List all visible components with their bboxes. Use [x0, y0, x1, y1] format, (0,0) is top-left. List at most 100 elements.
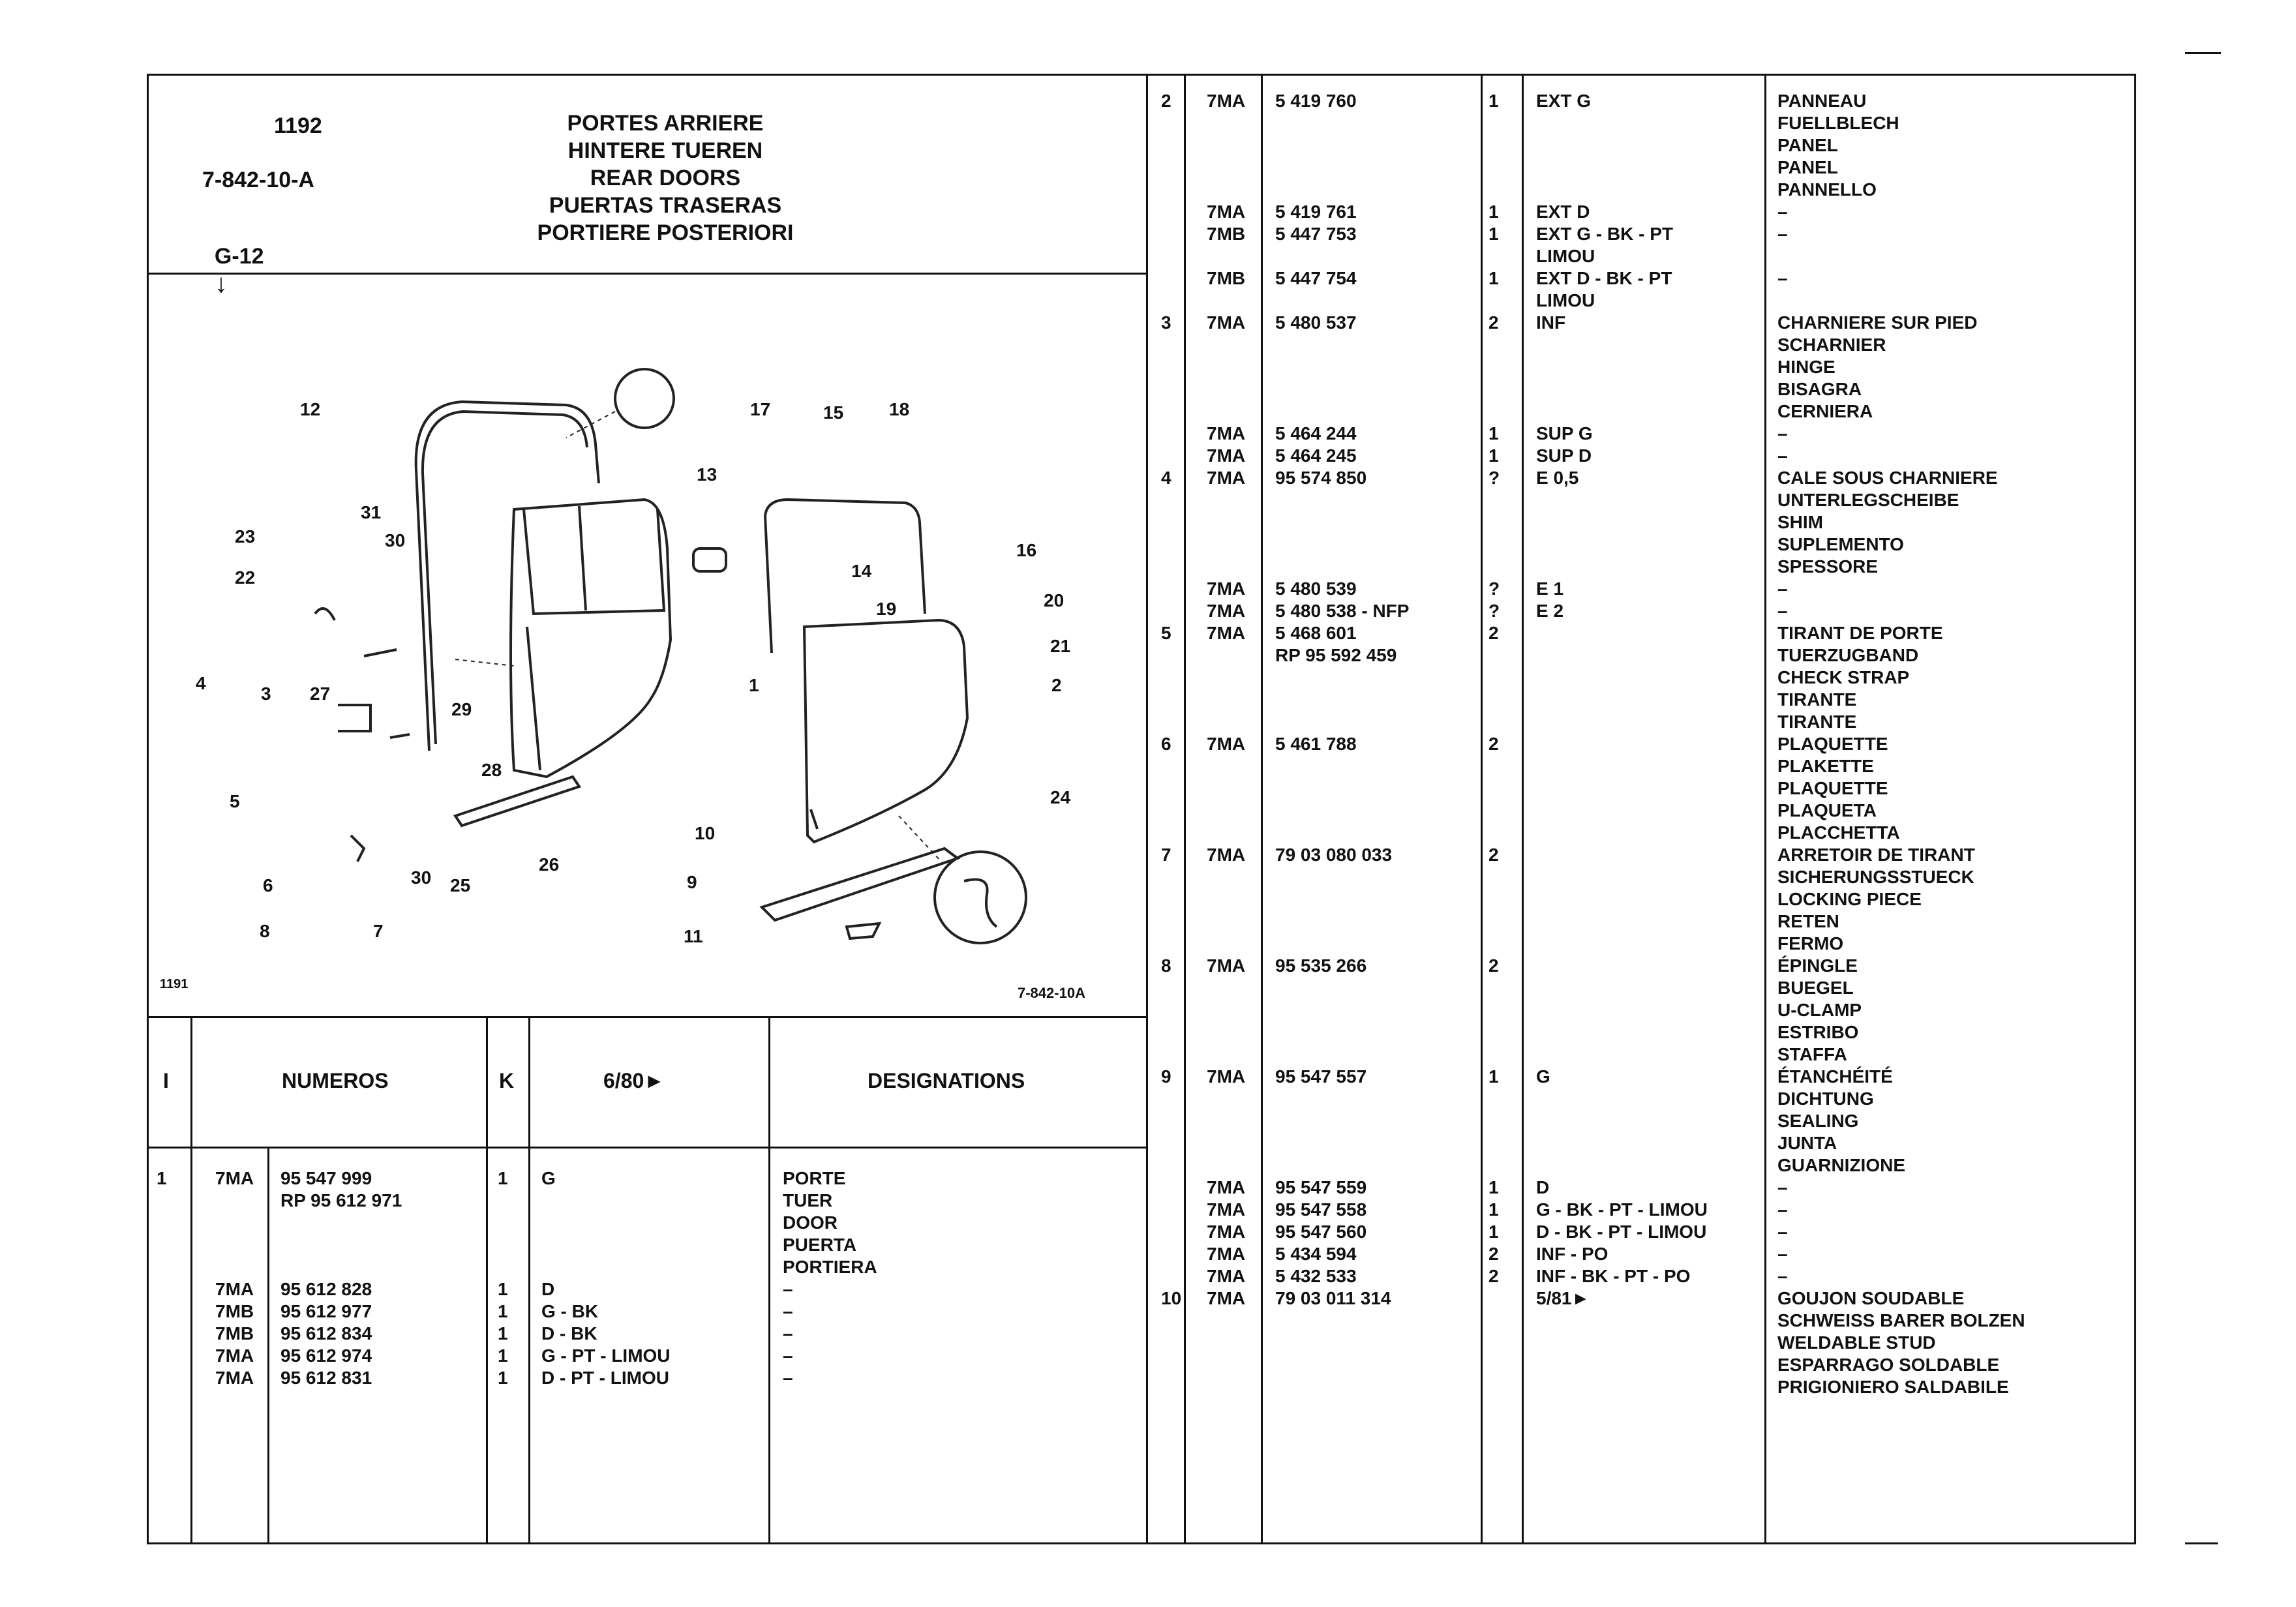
row-index: 10 [1161, 1288, 1182, 1308]
row-code: 7MB [215, 1301, 254, 1321]
callout-29: 29 [451, 699, 472, 719]
exploded-door-drawing [314, 368, 1027, 944]
row-code: 7MA [1207, 91, 1246, 111]
row-code: 7MA [1207, 845, 1246, 865]
left-col-var [528, 1016, 530, 1544]
row-designation: UNTERLEGSCHEIBE [1777, 490, 1959, 510]
margin-mark-bottom [2185, 1542, 2218, 1544]
title-en: REAR DOORS [590, 166, 741, 190]
row-designation: SICHERUNGSSTUECK [1777, 867, 1974, 887]
row-number: 95 535 266 [1275, 955, 1367, 976]
row-designation: SCHWEISS BARER BOLZEN [1777, 1310, 2025, 1330]
row-designation: PLACCHETTA [1777, 822, 1900, 843]
row-designation: PANNELLO [1777, 179, 1877, 200]
row-designation: DICHTUNG [1777, 1089, 1874, 1109]
left-door-outline [509, 498, 672, 779]
row-variant: E 2 [1536, 601, 1564, 621]
row-qty: 1 [498, 1301, 508, 1321]
row-code: 7MA [215, 1345, 254, 1366]
row-designation: – [1777, 1222, 1788, 1242]
row-designation: – [1777, 423, 1788, 443]
row-qty: 2 [1488, 623, 1499, 643]
row-designation: FERMO [1777, 933, 1844, 954]
callout-18: 18 [889, 399, 910, 419]
row-designation: CHARNIERE SUR PIED [1777, 312, 1978, 333]
row-qty: 1 [1488, 1066, 1499, 1087]
row-qty: 1 [1488, 91, 1499, 111]
row-designation: SEALING [1777, 1111, 1859, 1131]
row-code: 7MA [1207, 1288, 1246, 1308]
row-designation: – [783, 1301, 793, 1321]
door-seal-frame [414, 400, 600, 751]
row-number: 5 447 754 [1275, 268, 1357, 288]
row-code: 7MA [1207, 445, 1246, 466]
row-designation: RETEN [1777, 911, 1839, 931]
row-designation: PANEL [1777, 157, 1838, 177]
callout-5: 5 [230, 791, 240, 811]
row-qty: 1 [498, 1168, 508, 1188]
row-number: 5 432 533 [1275, 1266, 1357, 1286]
row-designation: GOUJON SOUDABLE [1777, 1288, 1965, 1308]
row-number: 95 547 560 [1275, 1222, 1367, 1242]
callout-30: 30 [385, 530, 406, 550]
row-code: 7MA [1207, 955, 1246, 976]
title-de: HINTERE TUEREN [567, 138, 763, 163]
row-variant: INF [1536, 312, 1566, 333]
row-code: 7MA [1207, 1066, 1246, 1087]
row-designation: HINGE [1777, 357, 1835, 377]
row-index: 2 [1161, 91, 1171, 111]
row-number: 95 612 977 [280, 1301, 372, 1321]
row-number: 5 480 538 - NFP [1275, 601, 1410, 621]
row-number: 5 480 537 [1275, 312, 1357, 333]
page-frame [147, 74, 2136, 1544]
row-designation: SUPLEMENTO [1777, 534, 1904, 554]
row-variant: E 1 [1536, 578, 1564, 599]
table-head-divider [147, 1147, 1148, 1149]
row-index: 9 [1161, 1066, 1171, 1087]
callout-24: 24 [1050, 787, 1071, 807]
callout-21: 21 [1050, 636, 1071, 656]
col-header-k: K [499, 1069, 515, 1092]
drawing-divider [147, 1016, 1148, 1018]
row-designation: PRIGIONIERO SALDABILE [1777, 1377, 2009, 1397]
row-variant: D - BK - PT - LIMOU [1536, 1222, 1707, 1242]
callout-28: 28 [481, 760, 502, 780]
row-designation: DOOR [783, 1212, 838, 1233]
callout-26: 26 [539, 854, 560, 875]
row-designation: BISAGRA [1777, 379, 1862, 399]
row-designation: – [1777, 445, 1788, 466]
row-variant: EXT D [1536, 202, 1590, 222]
row-code: 7MA [1207, 1244, 1246, 1264]
row-designation: PORTE [783, 1168, 846, 1188]
row-qty: 2 [1488, 1244, 1499, 1264]
row-variant: SUP D [1536, 445, 1592, 466]
row-designation: BUEGEL [1777, 978, 1854, 998]
row-index: 4 [1161, 468, 1171, 488]
callout-20: 20 [1044, 590, 1065, 610]
row-designation: ESPARRAGO SOLDABLE [1777, 1355, 2000, 1375]
row-number: 5 468 601 [1275, 623, 1357, 643]
row-number: 95 547 559 [1275, 1177, 1367, 1197]
row-code: 7MA [1207, 1199, 1246, 1220]
row-designation: TUER [783, 1190, 833, 1210]
right-col-var [1522, 74, 1524, 1544]
row-qty: 2 [1488, 734, 1499, 754]
row-variant: D - BK [541, 1323, 597, 1344]
row-designation: – [1777, 578, 1788, 599]
row-designation: CALE SOUS CHARNIERE [1777, 468, 1998, 488]
row-code: 7MA [1207, 1177, 1246, 1197]
callout-4: 4 [196, 673, 206, 693]
row-designation: – [1777, 601, 1788, 621]
group-label: G-12 [214, 244, 264, 269]
row-number: 95 612 831 [280, 1368, 372, 1388]
row-qty: 1 [1488, 268, 1499, 288]
row-designation: FUELLBLECH [1777, 113, 1899, 133]
row-code: 7MA [215, 1168, 254, 1188]
row-variant: LIMOU [1536, 246, 1595, 266]
row-designation: – [1777, 202, 1788, 222]
row-number: 79 03 011 314 [1275, 1288, 1391, 1308]
row-code: 7MA [1207, 601, 1246, 621]
row-designation: – [783, 1279, 793, 1299]
row-designation: PLAQUETA [1777, 800, 1877, 820]
row-designation: JUNTA [1777, 1133, 1837, 1153]
